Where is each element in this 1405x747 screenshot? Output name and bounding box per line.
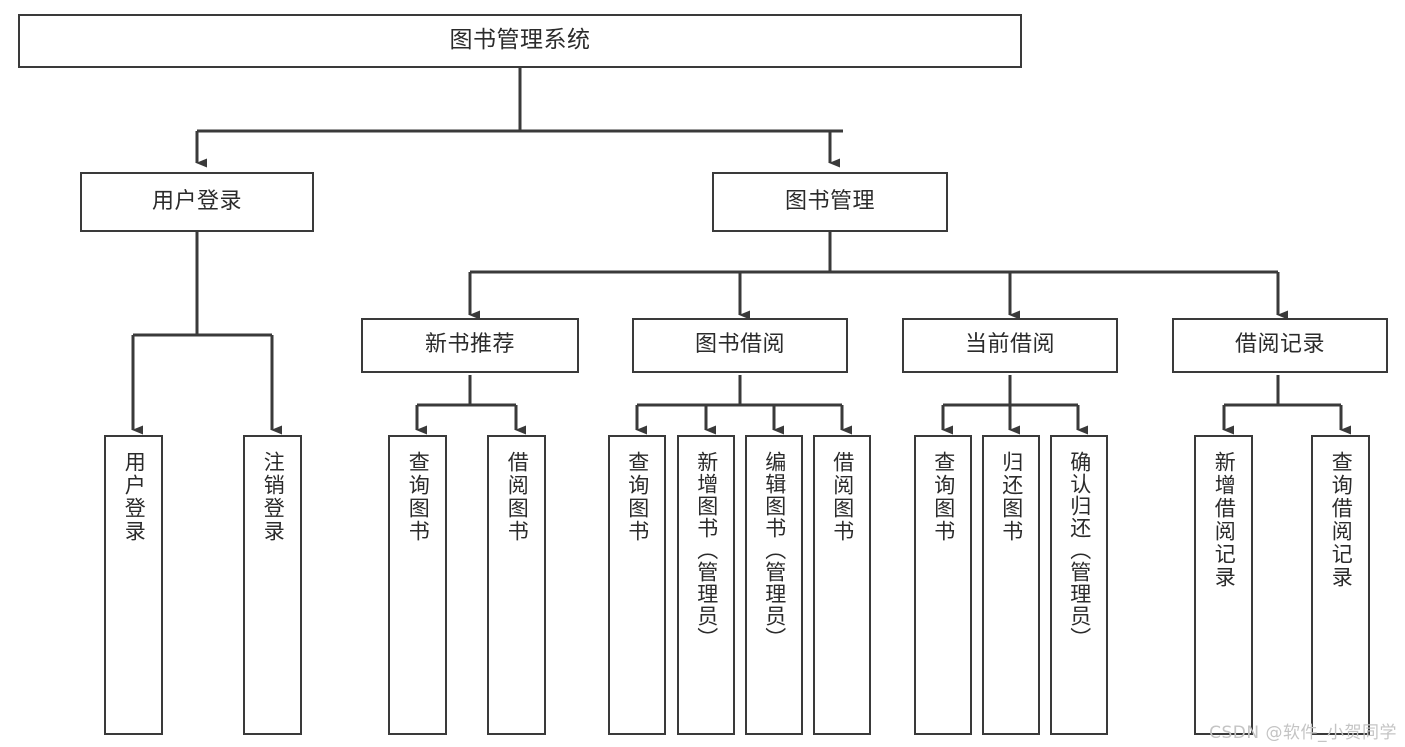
leaf-borrow-edit-book-admin[interactable]: 编辑图书（管理员） — [745, 435, 803, 735]
node-label: 新增借阅记录 — [1212, 451, 1237, 589]
node-book-borrow[interactable]: 图书借阅 — [632, 318, 848, 373]
node-label: 图书管理系统 — [449, 27, 591, 54]
node-borrow-records[interactable]: 借阅记录 — [1172, 318, 1388, 373]
leaf-borrow-add-book-admin[interactable]: 新增图书（管理员） — [677, 435, 735, 735]
node-label: 当前借阅 — [964, 332, 1055, 358]
node-label: 图书管理 — [784, 188, 875, 214]
leaf-records-query-record[interactable]: 查询借阅记录 — [1311, 435, 1370, 735]
leaf-current-query-book[interactable]: 查询图书 — [914, 435, 972, 735]
leaf-new-book-query[interactable]: 查询图书 — [388, 435, 447, 735]
node-label: 编辑图书（管理员） — [762, 451, 787, 649]
leaf-current-return-book[interactable]: 归还图书 — [982, 435, 1040, 735]
node-label: 查询借阅记录 — [1329, 451, 1354, 589]
leaf-current-confirm-return-admin[interactable]: 确认归还（管理员） — [1050, 435, 1108, 735]
node-label: 用户登录 — [151, 188, 242, 214]
node-label: 查询图书 — [406, 451, 431, 543]
watermark-text: CSDN @软件_小贺同学 — [1209, 723, 1397, 743]
node-label: 新书推荐 — [424, 332, 515, 358]
node-label: 图书借阅 — [694, 332, 785, 358]
node-label: 查询图书 — [931, 451, 956, 543]
node-label: 借阅记录 — [1234, 332, 1325, 358]
node-root-system[interactable]: 图书管理系统 — [18, 14, 1022, 68]
leaf-borrow-query-book[interactable]: 查询图书 — [608, 435, 666, 735]
node-label: 查询图书 — [625, 451, 650, 543]
node-label: 注销登录 — [261, 451, 286, 543]
node-user-login[interactable]: 用户登录 — [80, 172, 314, 232]
leaf-user-login-signout[interactable]: 注销登录 — [243, 435, 302, 735]
node-label: 归还图书 — [999, 451, 1024, 543]
leaf-records-add-record[interactable]: 新增借阅记录 — [1194, 435, 1253, 735]
node-label: 借阅图书 — [830, 451, 855, 543]
node-new-book-recommend[interactable]: 新书推荐 — [361, 318, 579, 373]
node-label: 新增图书（管理员） — [694, 451, 719, 649]
node-label: 确认归还（管理员） — [1067, 451, 1092, 649]
node-current-borrow[interactable]: 当前借阅 — [902, 318, 1118, 373]
node-label: 借阅图书 — [505, 451, 530, 543]
node-label: 用户登录 — [122, 451, 147, 543]
leaf-borrow-borrow-book[interactable]: 借阅图书 — [813, 435, 871, 735]
leaf-user-login-signin[interactable]: 用户登录 — [104, 435, 163, 735]
leaf-new-book-borrow[interactable]: 借阅图书 — [487, 435, 546, 735]
node-book-management[interactable]: 图书管理 — [712, 172, 948, 232]
